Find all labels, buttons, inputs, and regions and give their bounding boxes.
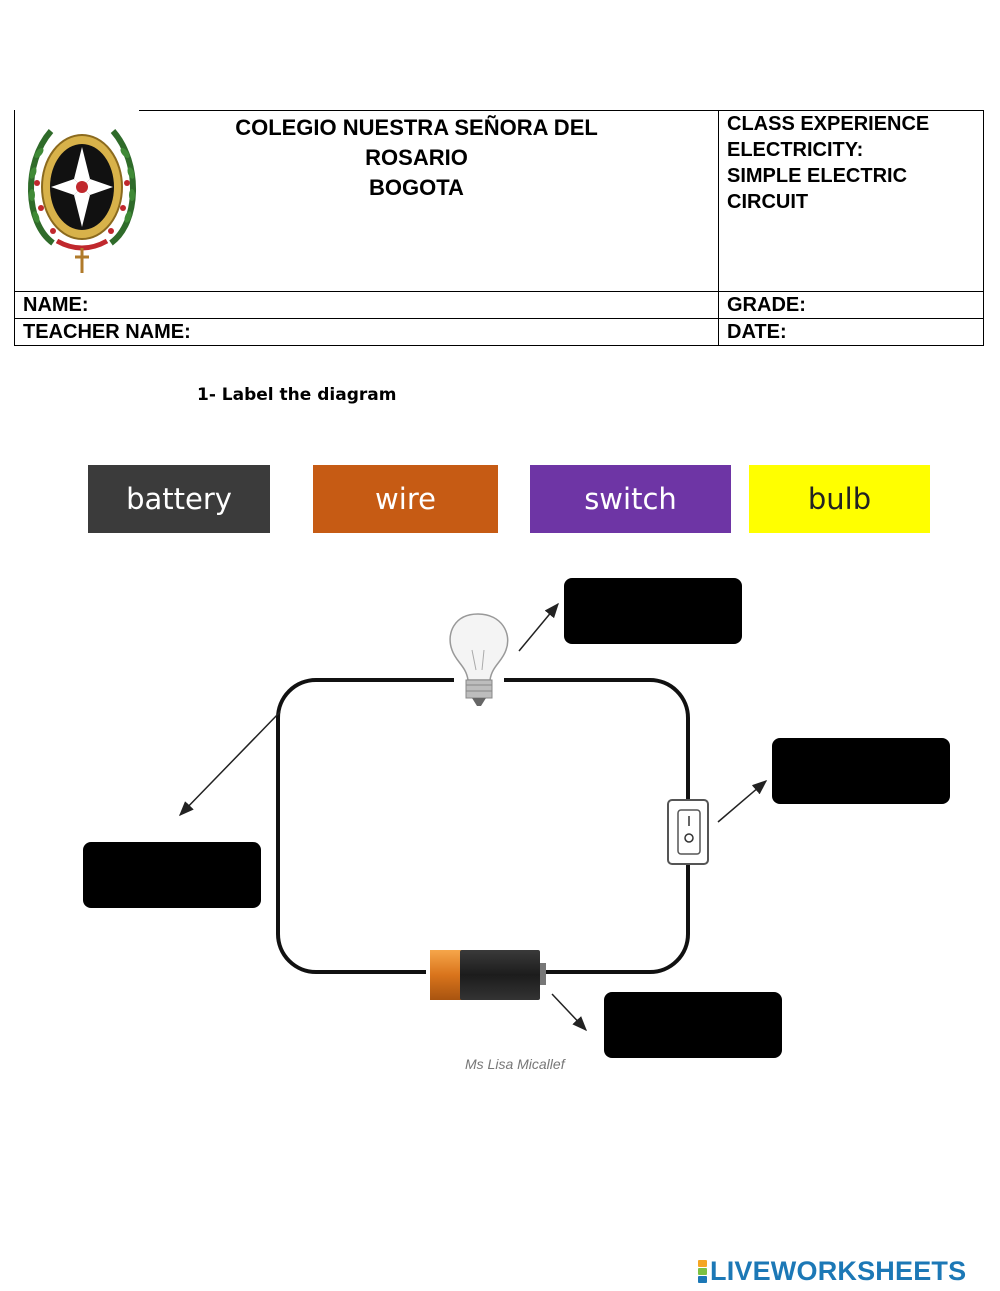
class-line-2: ELECTRICITY: bbox=[727, 139, 864, 161]
grade-field[interactable]: GRADE: bbox=[718, 291, 984, 319]
switch-icon bbox=[667, 799, 709, 865]
school-name: COLEGIO NUESTRA SEÑORA DEL ROSARIO BOGOT… bbox=[135, 113, 698, 203]
liveworksheets-squares-icon bbox=[698, 1260, 707, 1283]
answer-box-bulb[interactable] bbox=[564, 578, 742, 644]
teacher-name-field[interactable]: TEACHER NAME: bbox=[14, 318, 719, 346]
liveworksheets-brand-text: LIVEWORKSHEETS bbox=[710, 1256, 967, 1286]
diagram-credit: Ms Lisa Micallef bbox=[465, 1056, 565, 1072]
arrow-to-switch-box bbox=[717, 780, 768, 823]
instruction-text: 1- Label the diagram bbox=[197, 385, 397, 405]
header-table: COLEGIO NUESTRA SEÑORA DEL ROSARIO BOGOT… bbox=[14, 109, 984, 346]
arrow-to-bulb-box bbox=[518, 602, 559, 652]
arrow-to-wire-box bbox=[178, 711, 281, 817]
liveworksheets-logo[interactable]: LIVEWORKSHEETS bbox=[698, 1256, 966, 1287]
class-line-4: CIRCUIT bbox=[727, 191, 809, 213]
school-name-line2: ROSARIO bbox=[365, 145, 468, 170]
word-card-bulb[interactable]: bulb bbox=[749, 465, 930, 533]
circuit-diagram bbox=[178, 602, 768, 1032]
school-cell: COLEGIO NUESTRA SEÑORA DEL ROSARIO BOGOT… bbox=[14, 109, 719, 292]
answer-box-switch[interactable] bbox=[772, 738, 950, 804]
circuit-wire bbox=[276, 678, 690, 974]
school-crest-logo bbox=[28, 129, 136, 273]
battery-icon bbox=[426, 948, 546, 1000]
school-name-line1: COLEGIO NUESTRA SEÑORA DEL bbox=[235, 115, 598, 140]
school-name-line3: BOGOTA bbox=[369, 175, 464, 200]
word-card-wire[interactable]: wire bbox=[313, 465, 498, 533]
class-description-cell: CLASS EXPERIENCE ELECTRICITY: SIMPLE ELE… bbox=[718, 110, 984, 292]
arrow-to-battery-box bbox=[551, 993, 588, 1032]
answer-box-battery[interactable] bbox=[604, 992, 782, 1058]
date-field[interactable]: DATE: bbox=[718, 318, 984, 346]
class-line-1: CLASS EXPERIENCE bbox=[727, 113, 930, 135]
light-bulb-icon bbox=[449, 613, 509, 706]
word-card-battery[interactable]: battery bbox=[88, 465, 270, 533]
name-field[interactable]: NAME: bbox=[14, 291, 719, 319]
class-line-3: SIMPLE ELECTRIC bbox=[727, 165, 908, 187]
answer-box-wire[interactable] bbox=[83, 842, 261, 908]
word-card-switch[interactable]: switch bbox=[530, 465, 731, 533]
